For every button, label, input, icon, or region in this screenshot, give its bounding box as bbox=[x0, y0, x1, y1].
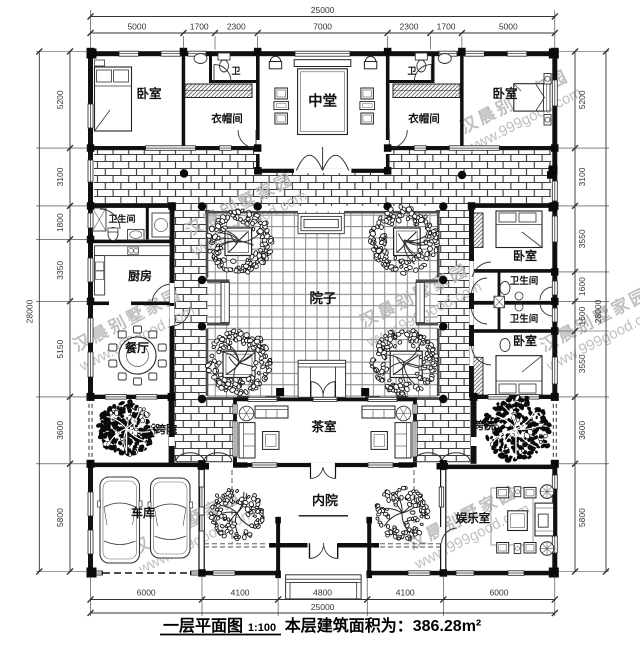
svg-text:7000: 7000 bbox=[313, 22, 332, 32]
svg-text:28000: 28000 bbox=[25, 299, 35, 323]
svg-text:娱乐室: 娱乐室 bbox=[456, 511, 491, 525]
svg-text:3550: 3550 bbox=[577, 354, 587, 373]
svg-text:2300: 2300 bbox=[400, 22, 419, 32]
svg-text:5800: 5800 bbox=[577, 508, 587, 527]
svg-text:卧室: 卧室 bbox=[513, 333, 537, 348]
svg-text:1:100: 1:100 bbox=[248, 622, 276, 634]
svg-text:卫: 卫 bbox=[231, 66, 240, 76]
svg-text:4100: 4100 bbox=[396, 588, 415, 598]
svg-text:6000: 6000 bbox=[490, 588, 509, 598]
svg-text:25000: 25000 bbox=[311, 602, 335, 612]
svg-text:跨院: 跨院 bbox=[473, 418, 495, 432]
svg-text:衣帽间: 衣帽间 bbox=[211, 112, 243, 125]
svg-text:卧室: 卧室 bbox=[136, 86, 162, 101]
svg-text:4100: 4100 bbox=[231, 588, 250, 598]
svg-text:3550: 3550 bbox=[577, 229, 587, 248]
svg-text:茶室: 茶室 bbox=[310, 419, 337, 434]
svg-text:一层平面图: 一层平面图 bbox=[163, 617, 243, 635]
svg-text:1700: 1700 bbox=[190, 22, 209, 32]
svg-text:餐厅: 餐厅 bbox=[125, 340, 149, 355]
svg-text:25000: 25000 bbox=[311, 5, 335, 15]
svg-text:3600: 3600 bbox=[577, 421, 587, 440]
svg-text:卫生间: 卫生间 bbox=[510, 275, 539, 287]
svg-text:衣帽间: 衣帽间 bbox=[408, 112, 440, 125]
svg-text:5200: 5200 bbox=[55, 90, 65, 109]
svg-text:5000: 5000 bbox=[127, 22, 146, 32]
svg-text:内院: 内院 bbox=[312, 493, 338, 508]
svg-text:卫生间: 卫生间 bbox=[108, 213, 135, 224]
svg-text:1600: 1600 bbox=[577, 306, 587, 325]
svg-text:5200: 5200 bbox=[577, 90, 587, 109]
svg-text:3100: 3100 bbox=[577, 167, 587, 186]
svg-text:28000: 28000 bbox=[593, 299, 603, 323]
svg-text:5000: 5000 bbox=[499, 22, 518, 32]
svg-text:3350: 3350 bbox=[55, 261, 65, 280]
svg-text:1700: 1700 bbox=[437, 22, 456, 32]
svg-text:1600: 1600 bbox=[577, 277, 587, 296]
svg-text:跨院: 跨院 bbox=[155, 422, 177, 436]
svg-text:卫: 卫 bbox=[407, 66, 416, 76]
svg-text:4800: 4800 bbox=[313, 588, 332, 598]
svg-text:卫生间: 卫生间 bbox=[510, 313, 539, 325]
svg-text:5800: 5800 bbox=[55, 508, 65, 527]
svg-text:卧室: 卧室 bbox=[492, 86, 518, 101]
svg-text:2300: 2300 bbox=[227, 22, 246, 32]
svg-text:5150: 5150 bbox=[55, 339, 65, 358]
svg-text:卧室: 卧室 bbox=[513, 248, 537, 263]
svg-text:车库: 车库 bbox=[131, 505, 155, 520]
svg-text:本层建筑面积为：386.28m²: 本层建筑面积为：386.28m² bbox=[285, 616, 482, 635]
svg-text:6000: 6000 bbox=[137, 588, 156, 598]
svg-text:3100: 3100 bbox=[55, 167, 65, 186]
svg-text:中堂: 中堂 bbox=[308, 92, 337, 110]
svg-text:1800: 1800 bbox=[55, 213, 65, 232]
svg-text:3600: 3600 bbox=[55, 421, 65, 440]
svg-text:院子: 院子 bbox=[310, 290, 337, 306]
svg-text:厨房: 厨房 bbox=[128, 268, 152, 283]
